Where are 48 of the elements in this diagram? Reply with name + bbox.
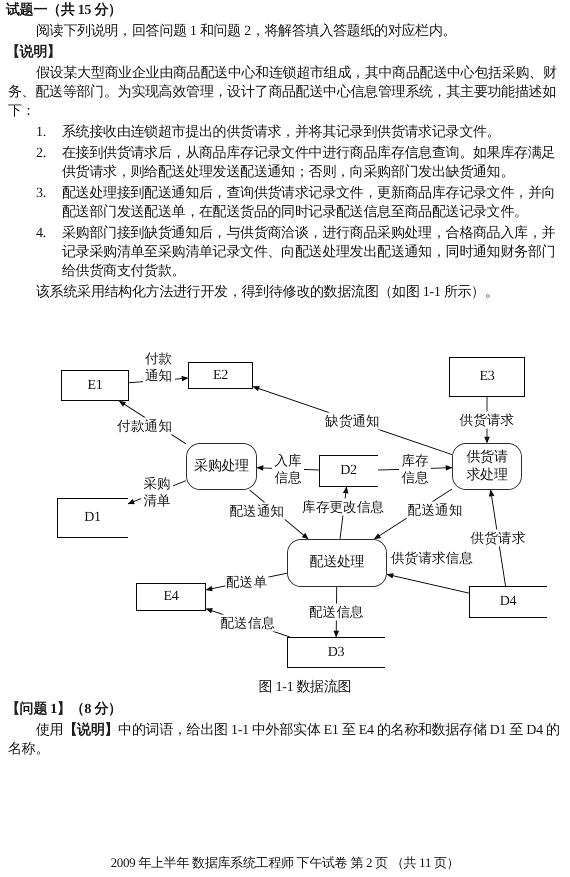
heading: 试题一（共 15 分） — [6, 1, 123, 20]
entity-box: E1 — [61, 370, 129, 401]
edge-label: 供货请求 — [470, 530, 526, 546]
list-number: 1. — [36, 124, 47, 142]
edge-label: 配送信息 — [220, 614, 276, 632]
list-item-text: 配送处理接到配送通知后，查询供货请求记录文件，更新商品库存记录文件，并向配送部门发送配送单，在配送货品的同时记录配送信息至商品配送记录文件。 — [62, 184, 556, 222]
process-box: 配送处理 — [287, 539, 387, 587]
arrow — [386, 573, 470, 594]
edge-label: 配送通知 — [406, 502, 464, 518]
edge-label: 采购清单 — [141, 475, 173, 510]
edge-label: 付款通知 — [142, 350, 174, 384]
paragraph: 该系统采用结构化方法进行开发，得到待修改的数据流图（如图 1-1 所示）。 — [35, 283, 500, 302]
edge-label: 供货请求 — [458, 412, 516, 428]
node-label: D4 — [500, 594, 516, 609]
data-store: D2 — [319, 455, 378, 487]
list-item-text: 在接到供货请求后，从商品库存记录文件中进行商品库存信息查询。如果库存满足供货请求，则给配送处理发送配送通知；否则，向采购部门发出缺货通知。 — [62, 144, 556, 182]
figure-caption: 图 1-1 数据流图 — [258, 678, 352, 697]
edge-label: 配送信息 — [308, 604, 365, 620]
question-heading: 【问题 1】（8 分） — [6, 700, 123, 719]
edge-label: 库存信息 — [399, 452, 431, 486]
node-label: D2 — [340, 463, 357, 478]
process-box: 供货请求处理 — [452, 443, 522, 490]
node-label: D1 — [84, 510, 101, 525]
edge-label: 缺货通知 — [324, 412, 381, 430]
list-number: 3. — [36, 185, 47, 203]
edge-label: 库存更改信息 — [301, 498, 386, 516]
paragraph: 假设某大型商业企业由商品配送中心和连锁超市组成，其中商品配送中心包括采购、财务、配送等部门。为实现高效管理，设计了商品配送中心信息管理系统，其主要功能描述如下： — [8, 64, 558, 121]
data-store: D1 — [57, 498, 128, 538]
list-number: 4. — [36, 225, 47, 243]
data-store: D3 — [287, 637, 385, 668]
instruction-text: 阅读下列说明，回答问题 1 和问题 2，将解答填入答题纸的对应栏内。 — [35, 22, 458, 41]
edge-label: 付款通知 — [116, 418, 173, 435]
section-heading: 【说明】 — [6, 43, 62, 62]
page-footer: 2009 年上半年 数据库系统工程师 下午试卷 第 2 页 （共 11 页） — [0, 853, 570, 872]
node-label: D3 — [328, 644, 344, 660]
edge-label: 配送单 — [224, 573, 268, 590]
entity-box: E2 — [188, 362, 253, 389]
process-box: 采购处理 — [186, 443, 257, 490]
edge-label: 入库信息 — [272, 452, 304, 486]
edge-label: 配送通知 — [228, 502, 286, 519]
data-store: D4 — [469, 586, 547, 618]
list-item-text: 采购部门接到缺货通知后，与供货商洽谈，进行商品采购处理，合格商品入库，并记录采购清单至采购清单记录文件、向配送处理发出配送通知，同时通知财务部门给供货商支付货款。 — [62, 224, 556, 281]
question-text: 使用【说明】中的词语，给出图 1-1 中外部实体 E1 至 E4 的名称和数据存储 D1 至 D4 的名称。 — [8, 721, 561, 759]
list-item-text: 系统接收由连锁超市提出的供货请求，并将其记录到供货请求记录文件。 — [62, 123, 502, 142]
edge-label: 供货请求信息 — [390, 549, 474, 566]
list-number: 2. — [36, 145, 47, 163]
entity-box: E3 — [449, 357, 525, 397]
entity-box: E4 — [136, 583, 206, 611]
